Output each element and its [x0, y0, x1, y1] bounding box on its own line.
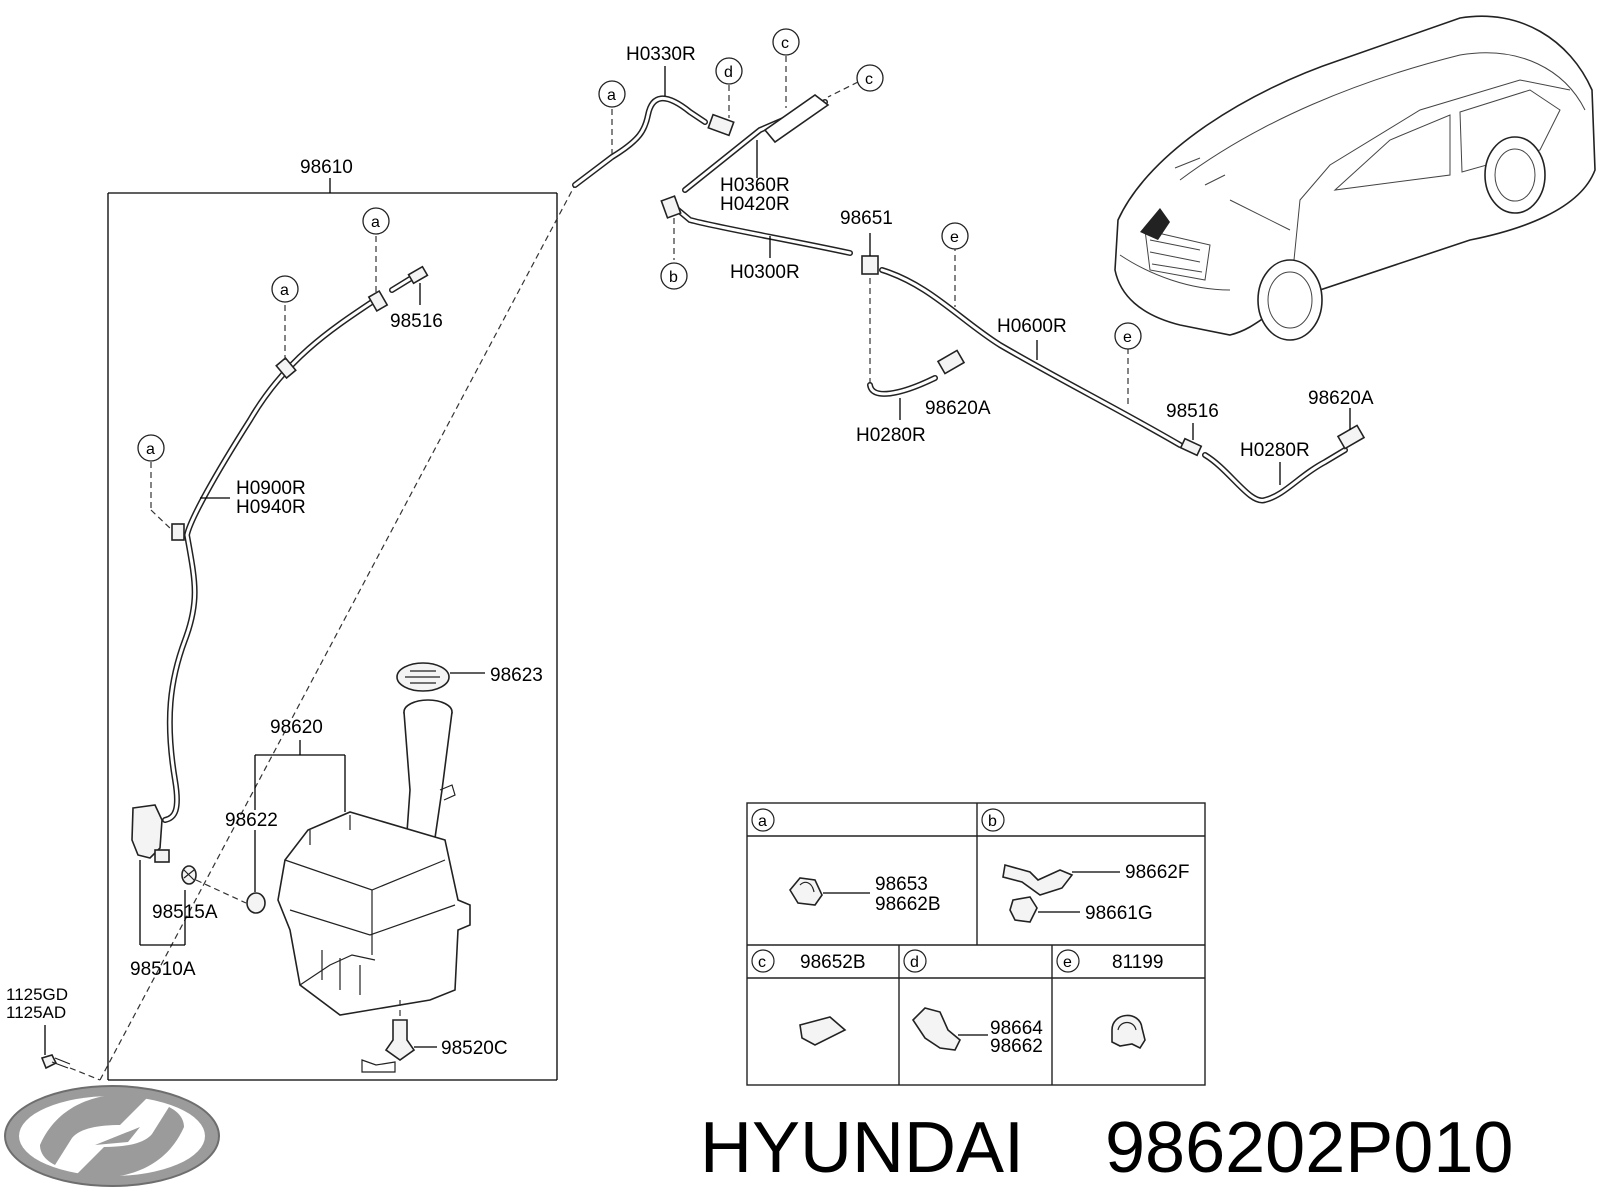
connector-d [707, 113, 735, 137]
legend-table: a 98653 98662B b 98662F 98661G c 98652B [746, 802, 1206, 1086]
callout-a-2: a [271, 275, 299, 303]
connector-b [660, 195, 682, 219]
label-h0280r-b: H0280R [1240, 440, 1310, 461]
label-98515a: 98515A [152, 902, 218, 923]
label-98510a: 98510A [130, 959, 196, 980]
svg-text:d: d [724, 64, 733, 81]
svg-text:c: c [758, 954, 766, 971]
label-h0940r: H0940R [236, 497, 306, 518]
label-h0600r: H0600R [997, 316, 1067, 337]
svg-text:a: a [146, 441, 155, 458]
nozzle-98620a-right [1336, 424, 1366, 450]
label-1125ad: 1125AD [6, 1003, 66, 1022]
label-1125gd: 1125GD [6, 985, 68, 1004]
label-h0420r: H0420R [720, 194, 790, 215]
svg-text:c: c [781, 35, 789, 52]
label-98620a-b: 98620A [1308, 388, 1374, 409]
car-illustration [1114, 15, 1596, 341]
svg-text:a: a [371, 214, 380, 231]
svg-text:e: e [1123, 329, 1132, 346]
label-h0900r: H0900R [236, 478, 306, 499]
tee-98651 [861, 255, 879, 275]
svg-text:e: e [1063, 954, 1072, 971]
upper-hoses: H0330R H0360R H0420R H0300R 98651 H0600R [99, 44, 1374, 1081]
reservoir: 98623 98620 98622 98510A 98515A [6, 662, 543, 1081]
label-h0280r-a: H0280R [856, 425, 926, 446]
legend-cell-e: e 81199 [1056, 949, 1163, 1050]
label-98623: 98623 [490, 665, 543, 686]
callout-a-1: a [362, 207, 390, 235]
label-98516-a: 98516 [390, 311, 443, 332]
grommet-98622 [246, 892, 266, 914]
bolt-1125 [40, 1054, 58, 1070]
legend-a-part-1: 98653 [875, 874, 928, 895]
clip-a-3 [171, 523, 185, 541]
label-98651: 98651 [840, 208, 893, 229]
label-98620a-a: 98620A [925, 398, 991, 419]
legend-c-part: 98652B [800, 952, 866, 973]
legend-d-part-2: 98662 [990, 1036, 1043, 1057]
label-98516-b: 98516 [1166, 401, 1219, 422]
label-98520c: 98520C [441, 1038, 508, 1059]
label-h0360r: H0360R [720, 175, 790, 196]
clip-a-1 [367, 289, 389, 313]
callouts: a d c c b e e a [137, 28, 1142, 462]
nozzle-98620a-left [936, 349, 966, 375]
callout-c-2: c [856, 64, 884, 92]
svg-text:c: c [865, 71, 873, 88]
callout-c-1: c [772, 28, 800, 56]
svg-text:d: d [910, 954, 919, 971]
footer-brand: HYUNDAI [700, 1108, 1024, 1188]
callout-e-1: e [941, 222, 969, 250]
label-98620: 98620 [270, 717, 323, 738]
clip-a-2 [275, 356, 297, 380]
legend-d-part-1: 98664 [990, 1018, 1043, 1039]
callout-a-3: a [137, 434, 165, 462]
label-h0330r: H0330R [626, 44, 696, 65]
assembly-box: 98610 [107, 157, 558, 1081]
svg-text:b: b [669, 269, 678, 286]
callout-e-2: e [1114, 322, 1142, 350]
footer-part-number: 986202P010 [1105, 1108, 1513, 1188]
callout-a-top: a [598, 80, 626, 108]
svg-text:a: a [607, 87, 616, 104]
assembly-hoses: 98516 H0900R H0940R [150, 236, 443, 823]
legend-b-part-1: 98662F [1125, 862, 1189, 883]
svg-text:e: e [950, 229, 959, 246]
callout-d: d [715, 57, 743, 85]
legend-cell-c: c 98652B [751, 949, 866, 1046]
legend-cell-d: d 98664 98662 [903, 949, 1043, 1057]
legend-cell-b: b 98662F 98661G [981, 808, 1189, 924]
label-98622: 98622 [225, 810, 278, 831]
svg-text:a: a [280, 282, 289, 299]
sensor-98520c [384, 1019, 416, 1061]
connector-98516-left [407, 265, 429, 285]
svg-text:b: b [988, 813, 997, 830]
legend-e-part: 81199 [1112, 952, 1163, 973]
legend-b-part-2: 98661G [1085, 903, 1153, 924]
label-h0300r: H0300R [730, 262, 800, 283]
label-98610: 98610 [300, 157, 353, 178]
pump-outlet [154, 849, 170, 863]
connector-98516-right [1179, 437, 1203, 457]
svg-text:a: a [758, 813, 767, 830]
hyundai-logo [4, 1085, 220, 1187]
legend-cell-a: a 98653 98662B [751, 808, 941, 915]
callout-b: b [660, 262, 688, 290]
legend-a-part-2: 98662B [875, 894, 941, 915]
